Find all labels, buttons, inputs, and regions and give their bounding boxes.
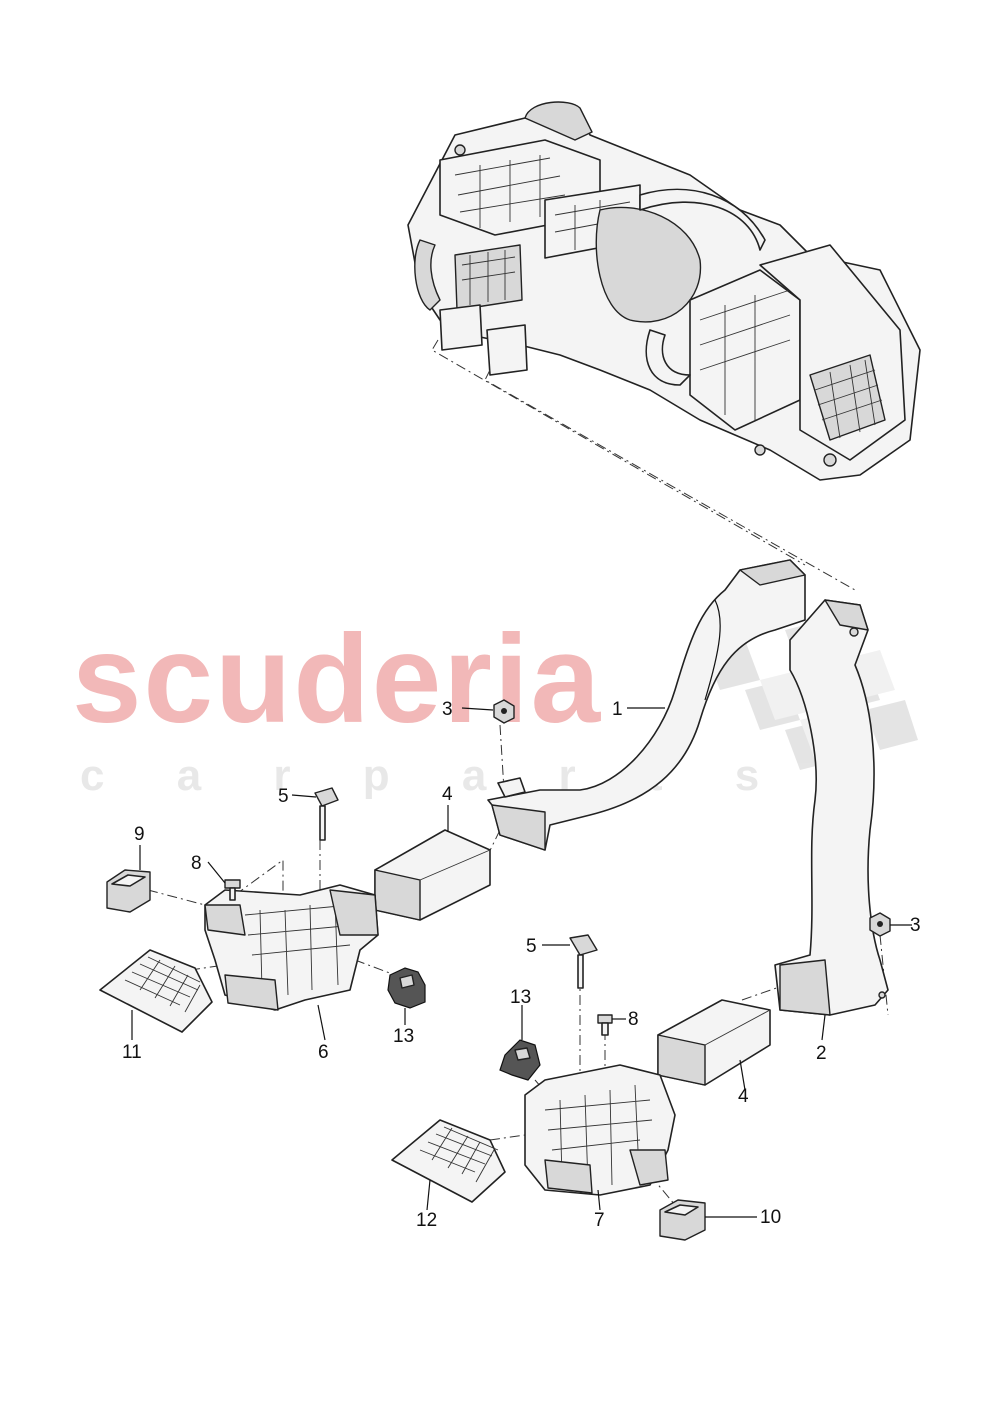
callout-8-upper: 8 — [191, 853, 202, 874]
cap-right — [659, 1199, 706, 1241]
connector-right — [499, 1039, 541, 1081]
nut-lower — [869, 912, 891, 937]
temperature-sensor-upper — [314, 787, 339, 841]
callout-13-right: 13 — [510, 987, 531, 1008]
callout-2: 2 — [816, 1043, 827, 1064]
callout-4-lower: 4 — [738, 1086, 749, 1107]
screw-upper — [224, 879, 241, 901]
callout-12: 12 — [416, 1210, 437, 1231]
air-vent-housing-left — [204, 884, 379, 1011]
callout-leaders — [131, 707, 912, 1218]
duct-sleeve-upper — [374, 829, 491, 921]
callout-9: 9 — [134, 824, 145, 845]
vent-grille-right — [391, 1119, 506, 1203]
vent-grille-left — [99, 949, 213, 1033]
watermark-brand: scuderia — [72, 610, 602, 749]
connector-left — [387, 967, 426, 1009]
air-vent-housing-right — [524, 1064, 676, 1196]
temperature-sensor-lower — [569, 934, 598, 989]
callout-8-lower: 8 — [628, 1009, 639, 1030]
screw-lower — [597, 1014, 613, 1036]
nut-upper — [493, 699, 515, 724]
callout-numbers: 1 2 3 3 4 4 5 5 6 7 8 8 9 10 11 12 13 13 — [122, 699, 921, 1231]
air-duct-2 — [774, 599, 889, 1016]
callout-10: 10 — [760, 1207, 781, 1228]
duct-sleeve-lower — [657, 999, 771, 1086]
callout-7: 7 — [594, 1210, 605, 1231]
callout-13-left: 13 — [393, 1026, 414, 1047]
callout-1: 1 — [612, 699, 623, 720]
callout-3-upper: 3 — [442, 699, 453, 720]
cap-left — [106, 869, 151, 913]
callout-5-upper: 5 — [278, 786, 289, 807]
callout-11: 11 — [122, 1042, 142, 1063]
callout-4-upper: 4 — [442, 784, 453, 805]
callout-6: 6 — [318, 1042, 329, 1063]
hvac-unit-illustration — [407, 101, 921, 481]
air-duct-1 — [487, 559, 806, 851]
callout-5-lower: 5 — [526, 936, 537, 957]
callout-3-lower: 3 — [910, 915, 921, 936]
